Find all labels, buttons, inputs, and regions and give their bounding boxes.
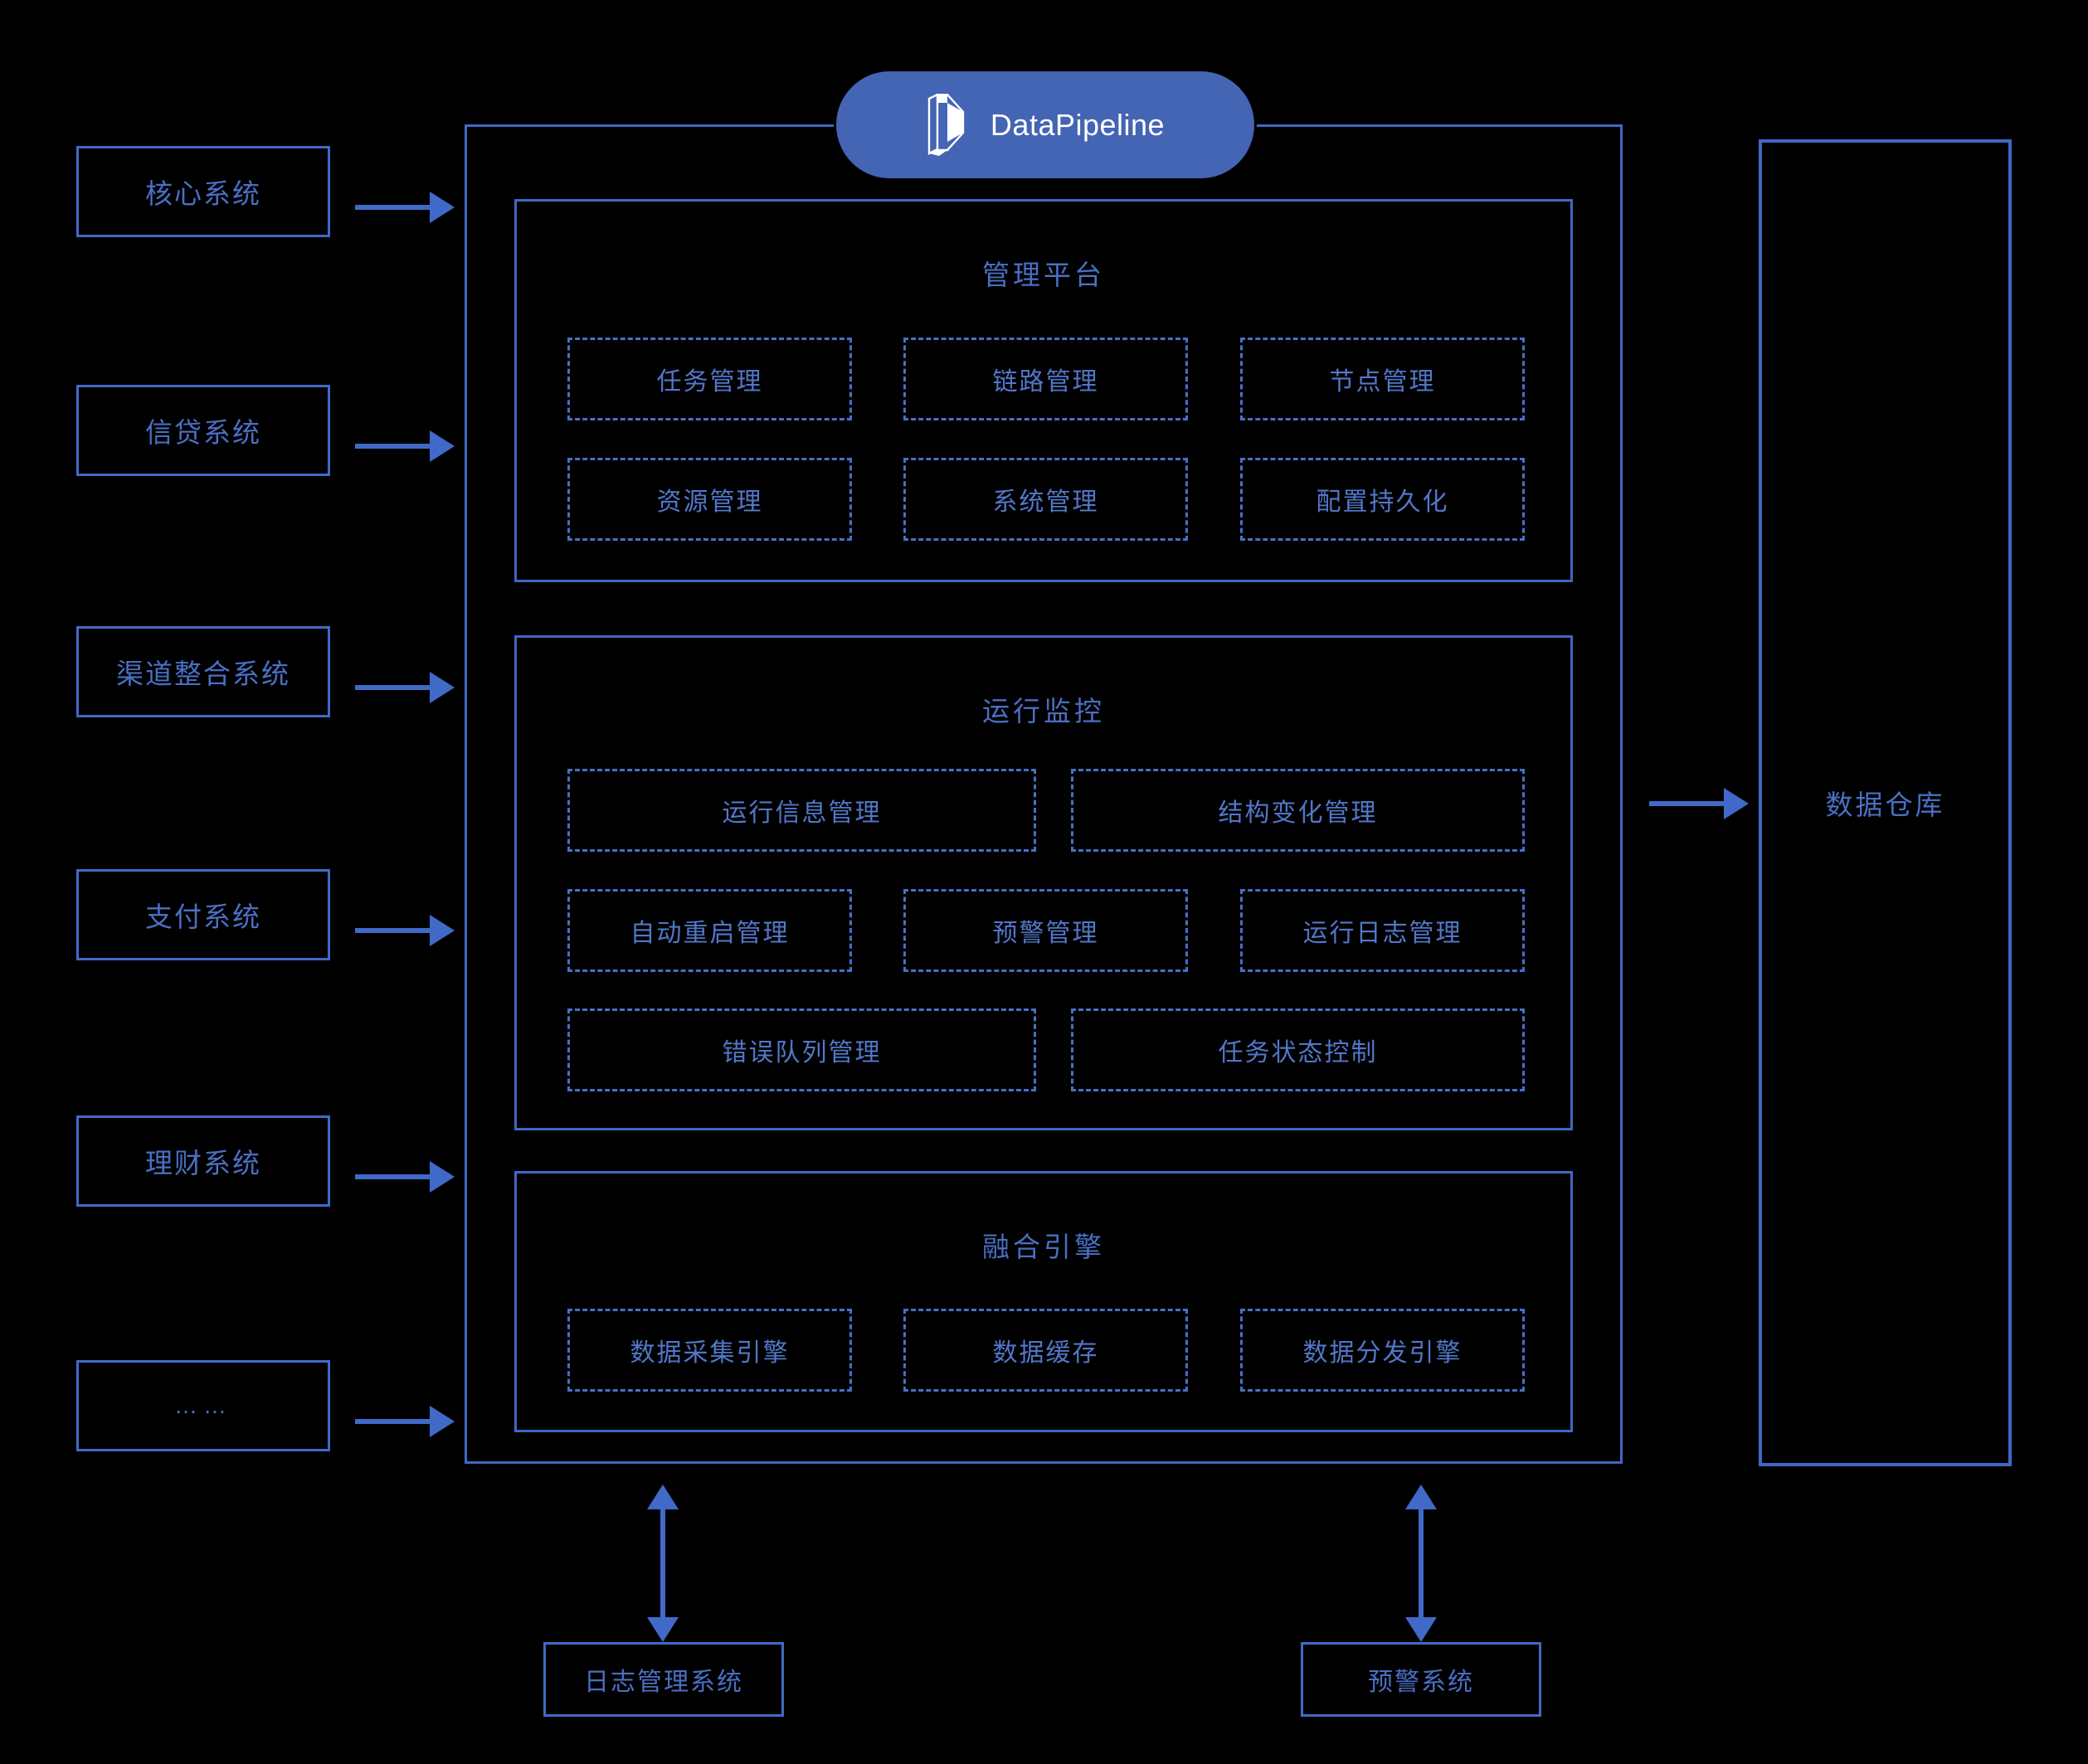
arrow-credit-to-platform xyxy=(355,430,455,462)
source-system-box-wealth[interactable]: 理财系统 xyxy=(76,1115,330,1207)
feature-cell-label: 系统管理 xyxy=(992,488,1099,516)
arrow-more-to-platform xyxy=(355,1406,455,1437)
feature-cell-schema-change-management[interactable]: 结构变化管理 xyxy=(1071,769,1525,852)
section-runtime-monitoring: 运行监控 运行信息管理 结构变化管理 自动重启管理 预警管理 运行日志管理 错误… xyxy=(514,635,1573,1130)
feature-cell-label: 运行信息管理 xyxy=(722,799,882,827)
arrow-platform-to-warehouse xyxy=(1649,788,1749,819)
feature-cell-error-queue-management[interactable]: 错误队列管理 xyxy=(567,1008,1036,1091)
section-title: 运行监控 xyxy=(982,696,1105,726)
feature-cell-label: 任务状态控制 xyxy=(1218,1039,1378,1067)
bottom-system-label: 预警系统 xyxy=(1368,1669,1474,1696)
feature-cell-label: 配置持久化 xyxy=(1316,488,1449,516)
feature-cell-config-persistence[interactable]: 配置持久化 xyxy=(1240,458,1525,541)
data-warehouse-box[interactable]: 数据仓库 xyxy=(1759,139,2012,1466)
section-title: 融合引擎 xyxy=(982,1232,1105,1262)
feature-cell-label: 节点管理 xyxy=(1329,368,1436,396)
datapipeline-logo-badge: DataPipeline xyxy=(836,71,1254,178)
section-management-platform: 管理平台 任务管理 链路管理 节点管理 资源管理 系统管理 配置持久化 xyxy=(514,199,1573,582)
arrow-alert-bidirectional xyxy=(1405,1485,1437,1642)
source-system-label: 支付系统 xyxy=(145,901,261,932)
feature-cell-label: 数据分发引擎 xyxy=(1302,1339,1463,1367)
source-system-label: …… xyxy=(174,1392,232,1418)
feature-cell-label: 数据缓存 xyxy=(992,1339,1099,1367)
feature-cell-label: 任务管理 xyxy=(656,368,763,396)
section-title: 管理平台 xyxy=(982,260,1105,290)
feature-cell-label: 错误队列管理 xyxy=(722,1039,882,1067)
source-system-box-payment[interactable]: 支付系统 xyxy=(76,869,330,960)
feature-cell-label: 运行日志管理 xyxy=(1302,920,1463,947)
logo-text: DataPipeline xyxy=(990,107,1166,142)
source-system-label: 渠道整合系统 xyxy=(116,658,290,689)
feature-cell-data-cache[interactable]: 数据缓存 xyxy=(903,1309,1188,1392)
feature-cell-node-management[interactable]: 节点管理 xyxy=(1240,338,1525,420)
arrow-payment-to-platform xyxy=(355,915,455,946)
source-system-box-more[interactable]: …… xyxy=(76,1360,330,1451)
source-system-label: 核心系统 xyxy=(145,178,261,209)
feature-cell-runtime-log-management[interactable]: 运行日志管理 xyxy=(1240,889,1525,972)
data-warehouse-label: 数据仓库 xyxy=(1825,790,1945,820)
arrow-core-to-platform xyxy=(355,192,455,223)
feature-cell-label: 自动重启管理 xyxy=(630,920,790,947)
datapipeline-logo-icon xyxy=(927,93,965,156)
source-system-label: 信贷系统 xyxy=(145,417,261,448)
feature-cell-system-management[interactable]: 系统管理 xyxy=(903,458,1188,541)
source-system-label: 理财系统 xyxy=(145,1148,261,1178)
bottom-system-box-alert[interactable]: 预警系统 xyxy=(1301,1642,1541,1717)
feature-cell-task-state-control[interactable]: 任务状态控制 xyxy=(1071,1008,1525,1091)
feature-cell-data-collection-engine[interactable]: 数据采集引擎 xyxy=(567,1309,852,1392)
feature-cell-label: 预警管理 xyxy=(992,920,1099,947)
feature-cell-alert-management[interactable]: 预警管理 xyxy=(903,889,1188,972)
feature-cell-link-management[interactable]: 链路管理 xyxy=(903,338,1188,420)
feature-cell-auto-restart-management[interactable]: 自动重启管理 xyxy=(567,889,852,972)
source-system-box-credit[interactable]: 信贷系统 xyxy=(76,385,330,476)
feature-cell-runtime-info-management[interactable]: 运行信息管理 xyxy=(567,769,1036,852)
feature-cell-resource-management[interactable]: 资源管理 xyxy=(567,458,852,541)
feature-cell-label: 链路管理 xyxy=(992,368,1099,396)
arrow-log-bidirectional xyxy=(647,1485,679,1642)
feature-cell-label: 结构变化管理 xyxy=(1218,799,1378,827)
arrow-wealth-to-platform xyxy=(355,1161,455,1193)
arrow-channel-to-platform xyxy=(355,672,455,703)
feature-cell-task-management[interactable]: 任务管理 xyxy=(567,338,852,420)
section-fusion-engine: 融合引擎 数据采集引擎 数据缓存 数据分发引擎 xyxy=(514,1171,1573,1432)
feature-cell-data-distribution-engine[interactable]: 数据分发引擎 xyxy=(1240,1309,1525,1392)
feature-cell-label: 数据采集引擎 xyxy=(630,1339,790,1367)
source-system-box-channel[interactable]: 渠道整合系统 xyxy=(76,626,330,717)
bottom-system-label: 日志管理系统 xyxy=(584,1669,743,1696)
bottom-system-box-log-management[interactable]: 日志管理系统 xyxy=(543,1642,784,1717)
source-system-box-core[interactable]: 核心系统 xyxy=(76,146,330,237)
feature-cell-label: 资源管理 xyxy=(656,488,763,516)
